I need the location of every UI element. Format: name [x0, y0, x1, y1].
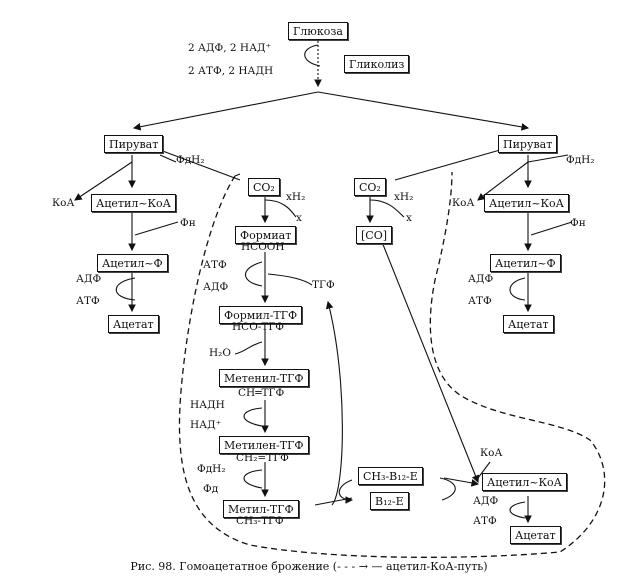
node-acetyl-p-left: Ацетил~Ф: [97, 254, 168, 272]
label-adp-left: АДФ: [76, 273, 102, 285]
label-hcooh: НСООН: [241, 241, 285, 253]
label-atp-left: АТФ: [76, 295, 100, 307]
node-methyl-thf: Метил-ТГФ: [223, 500, 299, 518]
node-methenyl-thf: Метенил-ТГФ: [219, 369, 309, 387]
label-atp-mid: АТФ: [203, 259, 227, 271]
node-acetate-left: Ацетат: [108, 315, 159, 333]
label-xh2-a: xH₂: [286, 191, 306, 203]
label-hco-thf: НСО-ТГФ: [232, 321, 285, 333]
label-coa-right: КоА: [452, 197, 475, 209]
node-co2-b: CO₂: [354, 178, 386, 196]
label-fd: Фд: [203, 483, 219, 495]
node-methylene-thf: Метилен-ТГФ: [219, 436, 309, 454]
label-h2o: H₂O: [209, 347, 231, 359]
node-acetyl-p-right: Ацетил~Ф: [490, 254, 561, 272]
label-thf: ТГФ: [312, 279, 335, 291]
node-glucose: Глюкоза: [288, 22, 348, 40]
node-b12-e: B₁₂-E: [370, 492, 409, 510]
node-glycolysis: Гликолиз: [344, 55, 410, 73]
label-ch3-thf: CH₃-ТГФ: [236, 515, 284, 527]
label-atp-right: АТФ: [468, 295, 492, 307]
label-nadh: НАДН: [190, 399, 225, 411]
label-fdh2-right: ФдН₂: [566, 154, 595, 166]
node-acetyl-coa-right: Ацетил~КоА: [484, 194, 570, 212]
label-fdh2-left: ФдН₂: [176, 154, 205, 166]
node-acetyl-coa-bottom: Ацетил~КоА: [482, 473, 568, 491]
node-acetate-right: Ацетат: [503, 315, 554, 333]
label-adp-right: АДФ: [468, 273, 494, 285]
label-atp-nadh-top: 2 АТФ, 2 НАДН: [188, 65, 274, 77]
label-x-b: x: [406, 212, 412, 224]
label-pn-left: Фн: [180, 217, 196, 229]
node-formate: Формиат: [235, 226, 297, 244]
label-ch2-thf: CH₂=ТГФ: [236, 452, 289, 464]
label-nad: НАД⁺: [190, 419, 222, 431]
node-pyruvate-right: Пируват: [498, 135, 558, 153]
label-adp-mid: АДФ: [203, 281, 229, 293]
label-adp-bottom: АДФ: [473, 495, 499, 507]
label-fdh2-mid: ФдН₂: [197, 463, 226, 475]
label-pn-right: Фн: [570, 217, 586, 229]
label-coa-bottom: КоА: [480, 447, 503, 459]
node-acetyl-coa-left: Ацетил~КоА: [91, 194, 177, 212]
label-ch-thf: CH═ТГФ: [238, 387, 285, 399]
node-acetate-bottom: Ацетат: [510, 526, 561, 544]
label-coa-left: КоА: [52, 197, 75, 209]
label-atp-bottom: АТФ: [473, 515, 497, 527]
figure-caption: Рис. 98. Гомоацетатное брожение (- - - →…: [130, 560, 488, 573]
node-formyl-thf: Формил-ТГФ: [219, 306, 303, 324]
node-co: [CO]: [356, 226, 393, 244]
node-co2-a: CO₂: [248, 178, 280, 196]
label-x-a: x: [296, 212, 302, 224]
label-xh2-b: xH₂: [394, 191, 414, 203]
label-adp-nad-top: 2 АДФ, 2 НАД⁺: [188, 42, 272, 54]
node-pyruvate-left: Пируват: [104, 135, 164, 153]
node-ch3-b12-e: CH₃-B₁₂-E: [358, 467, 423, 485]
